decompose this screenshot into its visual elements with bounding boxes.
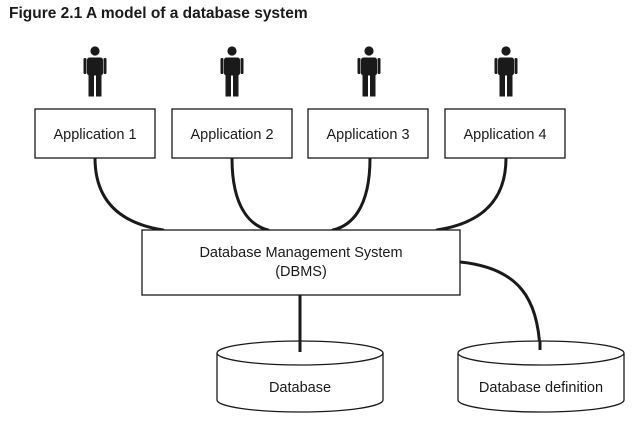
database-label: Database	[269, 380, 331, 396]
connector-app3-dbms	[331, 156, 372, 232]
application-box-2: Application 2	[171, 108, 293, 159]
application-label: Application 2	[190, 127, 273, 143]
person-icon	[220, 46, 244, 97]
database-definition-cylinder: Database definition	[457, 340, 625, 413]
person-icon	[357, 46, 381, 97]
application-box-3: Application 3	[307, 108, 429, 159]
application-box-1: Application 1	[34, 108, 156, 159]
person-icon	[83, 46, 107, 97]
application-label: Application 1	[53, 127, 136, 143]
database-cylinder: Database	[216, 295, 384, 413]
application-box-4: Application 4	[444, 108, 566, 159]
application-label: Application 4	[463, 127, 546, 143]
dbms-abbreviation: (DBMS)	[275, 264, 327, 280]
person-icon	[494, 46, 518, 97]
connector-app2-dbms	[230, 156, 270, 232]
connector-app1-dbms	[93, 156, 165, 232]
dbms-label: Database Management System	[199, 245, 402, 261]
database-definition-label: Database definition	[479, 380, 603, 396]
application-label: Application 3	[326, 127, 409, 143]
dbms-box: Database Management System (DBMS)	[141, 229, 461, 296]
figure-title: Figure 2.1 A model of a database system	[9, 5, 308, 22]
connector-app4-dbms	[435, 156, 508, 232]
connector-dbms-definition	[458, 260, 542, 352]
